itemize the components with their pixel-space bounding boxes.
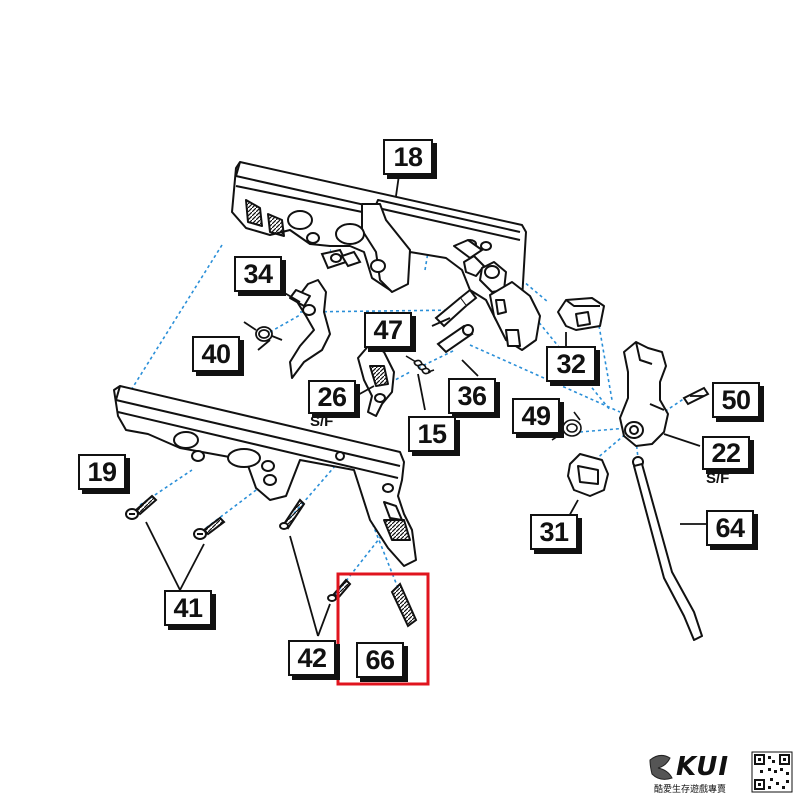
callout-49: 49 bbox=[512, 398, 560, 434]
part-22-hammer bbox=[619, 341, 669, 447]
callout-19: 19 bbox=[78, 454, 126, 490]
part-15-spring bbox=[405, 355, 435, 375]
callout-26: 26 bbox=[308, 380, 356, 414]
callout-42: 42 bbox=[288, 640, 336, 676]
callout-22: 22 bbox=[702, 436, 750, 470]
part-36-pin bbox=[436, 324, 474, 354]
callout-47: 47 bbox=[364, 312, 412, 348]
callout-18: 18 bbox=[383, 139, 433, 175]
part-31-ring bbox=[567, 453, 609, 497]
part-18-upper-frame bbox=[231, 161, 527, 321]
callout-26-mode: S/F bbox=[310, 413, 334, 430]
callout-31: 31 bbox=[530, 514, 578, 550]
callout-64: 64 bbox=[706, 510, 754, 546]
part-32-block bbox=[557, 297, 605, 331]
brand-name: KUI bbox=[676, 752, 730, 782]
brand-tagline: 酷愛生存遊戲專賣 bbox=[654, 785, 727, 795]
callout-66: 66 bbox=[356, 642, 404, 678]
part-34-trigger bbox=[289, 279, 331, 379]
part-26-safety bbox=[357, 343, 395, 417]
part-19-lower-frame bbox=[113, 385, 417, 567]
callout-36: 36 bbox=[448, 378, 496, 414]
highlight-box-66 bbox=[336, 572, 430, 686]
callout-32: 32 bbox=[546, 346, 596, 382]
callout-50: 50 bbox=[712, 382, 760, 418]
qr-code bbox=[751, 751, 793, 793]
brand-logo-icon bbox=[649, 754, 673, 780]
part-41-screws bbox=[125, 494, 226, 540]
part-40-spring bbox=[243, 321, 283, 342]
callout-22-mode: S/F bbox=[706, 470, 730, 487]
callout-15: 15 bbox=[408, 416, 456, 452]
callout-40: 40 bbox=[192, 336, 240, 372]
part-18-hammer-housing bbox=[463, 255, 541, 351]
part-49-spring bbox=[551, 411, 582, 441]
part-66-spring bbox=[390, 582, 418, 628]
callout-41: 41 bbox=[164, 590, 212, 626]
callout-34: 34 bbox=[234, 256, 282, 292]
part-64-strut bbox=[632, 456, 703, 641]
part-18-pin bbox=[320, 248, 362, 270]
